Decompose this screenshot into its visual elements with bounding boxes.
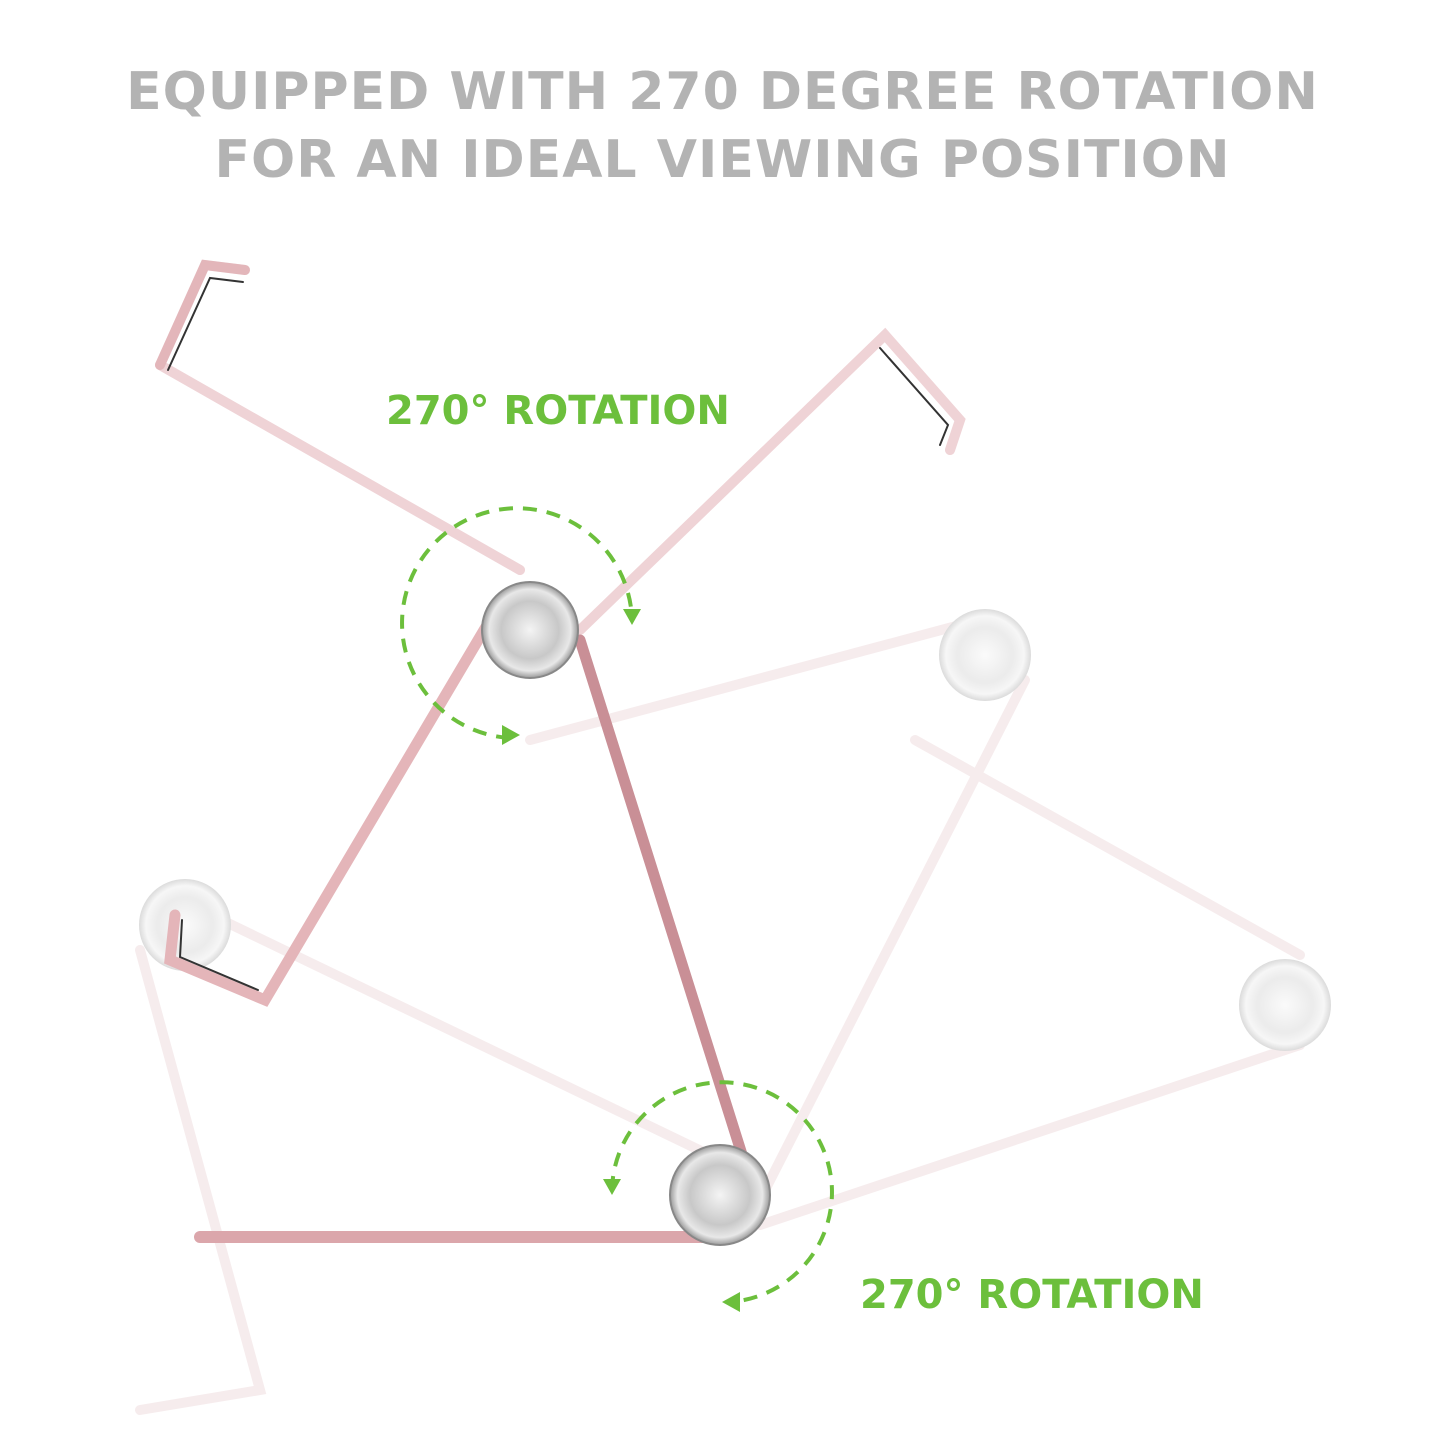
- headline-line-1: EQUIPPED WITH 270 DEGREE ROTATION: [126, 62, 1319, 122]
- bottom-hinge: [669, 1144, 771, 1246]
- arrow-head-icon: [603, 1179, 621, 1195]
- rotation-label-bottom: 270° ROTATION: [860, 1272, 1204, 1318]
- arrow-head-icon: [623, 609, 641, 625]
- stand-main: [155, 259, 966, 1243]
- top-hinge: [481, 581, 579, 679]
- ghost-positions: [135, 259, 1331, 1415]
- rotation-label-top: 270° ROTATION: [386, 388, 730, 434]
- arrow-head-icon: [722, 1292, 740, 1312]
- headline-line-2: FOR AN IDEAL VIEWING POSITION: [214, 130, 1231, 190]
- rotation-arrows: [400, 506, 834, 1304]
- arrow-head-icon: [502, 725, 520, 745]
